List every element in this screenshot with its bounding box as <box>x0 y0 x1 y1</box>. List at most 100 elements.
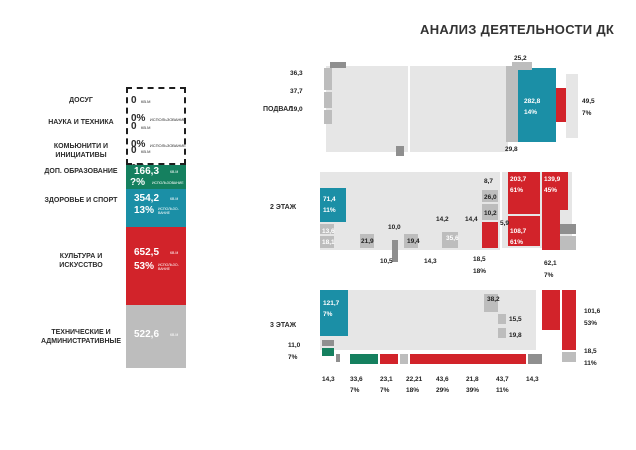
area-pct: 7% <box>350 387 360 394</box>
area-label: 19,8 <box>509 332 522 339</box>
room-culture <box>380 354 398 364</box>
area-pct: 7% <box>544 272 554 279</box>
room <box>392 240 398 262</box>
room <box>336 354 340 362</box>
area-label: 49,5 <box>582 98 595 105</box>
room <box>324 68 332 90</box>
area-label: 26,0 <box>484 194 497 201</box>
area-label: 101,6 <box>584 308 601 315</box>
room <box>360 234 374 248</box>
area-label: 10,2 <box>484 210 497 217</box>
area-label: 21,8 <box>466 376 479 383</box>
legend-label-culture: КУЛЬТУРА И ИСКУССТВО <box>59 253 103 269</box>
area-label: 19,4 <box>407 238 420 245</box>
room-culture <box>508 216 540 246</box>
room-education <box>322 348 334 356</box>
floor-label-basement: ПОДВАЛ <box>263 106 294 113</box>
area-label-sport: 282,8 <box>524 98 541 105</box>
room <box>330 62 346 68</box>
legend-label-leisure: ДОСУГ <box>69 97 93 104</box>
room <box>560 236 576 250</box>
area-label-culture: 108,7 <box>510 228 527 235</box>
area-label: 5,9 <box>500 220 510 227</box>
area-pct: 11% <box>584 360 597 367</box>
legend-bar-culture: 652,5 КВ.М 53% ИСПОЛЬЗО-ВАНИЕ <box>126 227 186 305</box>
area-pct: 53% <box>584 320 598 327</box>
legend-label-health: ЗДОРОВЬЕ И СПОРТ <box>44 197 118 204</box>
area-pct-culture: 45% <box>544 187 558 194</box>
area-pct: 7% <box>288 354 298 361</box>
area-label: 23,1 <box>380 376 393 383</box>
legend-bar-technical: 522,6 КВ.М <box>126 305 186 368</box>
legend-bar-health: 354,2 КВ.М 13% ИСПОЛЬЗО-ВАНИЕ <box>126 189 186 227</box>
room <box>560 224 576 234</box>
room <box>562 352 576 362</box>
area-label: 15,5 <box>509 316 522 323</box>
basement-plan <box>310 62 580 156</box>
room-culture <box>562 290 576 350</box>
area-label-culture: 203,7 <box>510 176 527 183</box>
room <box>566 74 578 138</box>
area-label: 18,5 <box>473 256 486 263</box>
room-sport <box>518 68 556 142</box>
room-culture <box>556 88 566 122</box>
floor3-plan <box>318 286 580 372</box>
room <box>322 340 334 346</box>
area-pct: 18% <box>473 268 487 275</box>
area-label: 18,5 <box>584 348 597 355</box>
area-label: 38,2 <box>487 296 500 303</box>
area-pct-culture: 61% <box>510 187 524 194</box>
area-label-sport: 71,4 <box>323 196 336 203</box>
room-culture <box>542 172 568 210</box>
area-label: 13,6 <box>322 228 335 235</box>
legend-empty-bars <box>126 87 186 165</box>
area-label: 8,7 <box>484 178 494 185</box>
room <box>410 66 508 152</box>
area-label: 22,21 <box>406 376 423 383</box>
area-pct-sport: 7% <box>323 311 333 318</box>
room <box>484 294 498 312</box>
area-label: 36,3 <box>290 70 303 77</box>
room-sport <box>320 188 346 222</box>
area-pct-sport: 11% <box>323 207 336 214</box>
legend-label-science: НАУКА И ТЕХНИКА <box>48 119 114 126</box>
room-culture <box>542 290 560 330</box>
area-label: 29,8 <box>505 146 518 153</box>
room-culture <box>410 354 526 364</box>
room <box>442 232 458 248</box>
area-pct: 7% <box>582 110 592 117</box>
area-label: 43,7 <box>496 376 509 383</box>
legend-label-technical: ТЕХНИЧЕСКИЕ И АДМИНИСТРАТИВНЫЕ <box>40 329 122 345</box>
room <box>528 354 542 364</box>
room <box>506 66 518 142</box>
area-label-sport: 121,7 <box>323 300 340 307</box>
area-label: 37,7 <box>290 88 303 95</box>
room <box>404 234 418 248</box>
room <box>400 354 408 364</box>
room-culture <box>542 210 560 250</box>
room-culture <box>508 172 540 214</box>
room-culture <box>482 222 498 248</box>
area-label: 10,0 <box>388 224 401 231</box>
area-label: 11,0 <box>288 342 301 349</box>
floor-label-3: 3 ЭТАЖ <box>270 322 297 329</box>
area-label: 10,5 <box>380 258 393 265</box>
floor-label-2: 2 ЭТАЖ <box>270 204 297 211</box>
area-pct: 29% <box>436 387 450 394</box>
area-label: 33,6 <box>350 376 363 383</box>
area-label: 25,2 <box>514 55 527 62</box>
legend-label-education: ДОП. ОБРАЗОВАНИЕ <box>44 168 118 175</box>
area-label: 35,6 <box>446 235 459 242</box>
area-label: 14,3 <box>322 376 335 383</box>
area-label: 19,0 <box>290 106 303 113</box>
area-label: 14,4 <box>465 216 478 223</box>
room <box>498 328 506 338</box>
area-label: 62,1 <box>544 260 557 267</box>
room <box>320 236 334 248</box>
legend-value-science: 0 КВ.М 0% ИСПОЛЬЗОВАНИЕ <box>131 121 186 150</box>
area-pct: 18% <box>406 387 420 394</box>
room <box>320 224 334 234</box>
area-pct-culture: 61% <box>510 239 524 246</box>
room <box>498 314 506 324</box>
room <box>324 110 332 124</box>
